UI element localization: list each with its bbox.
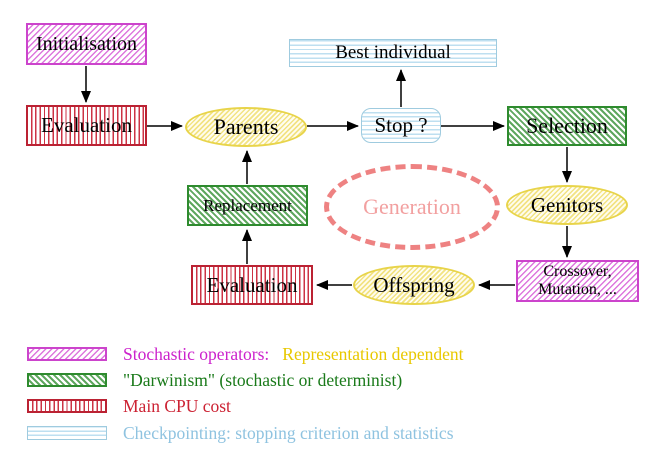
legend-row-stochastic-operators: Stochastic operators: Representation depe… <box>27 344 464 364</box>
node-crossover-line1: Crossover, <box>543 263 612 281</box>
node-offspring-label: Offspring <box>373 272 455 297</box>
generation-label: Generation <box>363 194 461 219</box>
legend-swatch-magenta-hatch <box>27 347 107 361</box>
legend-darwinism-label: "Darwinism" (stochastic or determinist) <box>123 369 403 390</box>
legend-row-darwinism: "Darwinism" (stochastic or determinist) <box>27 370 402 390</box>
legend-representation-dependent-label: Representation dependent <box>282 343 464 364</box>
node-crossover-mutation: Crossover, Mutation, ... <box>516 260 639 302</box>
legend-swatch-red-stripes <box>27 399 107 413</box>
node-crossover-line2: Mutation, ... <box>538 281 617 298</box>
node-replacement: Replacement <box>187 185 308 226</box>
legend-text-cpu-cost: Main CPU cost <box>123 396 231 417</box>
node-stop: Stop ? <box>361 108 441 143</box>
node-genitors-label: Genitors <box>530 192 604 217</box>
legend-text-darwinism: "Darwinism" (stochastic or determinist) <box>123 370 402 391</box>
legend-row-cpu-cost: Main CPU cost <box>27 396 231 416</box>
node-parents-label: Parents <box>213 114 279 139</box>
node-initialisation-label: Initialisation <box>35 32 138 55</box>
node-evaluation-top: Evaluation <box>26 105 147 146</box>
node-evaluation-bottom-label: Evaluation <box>206 272 298 297</box>
node-genitors: Genitors <box>506 185 628 225</box>
legend-row-checkpointing: Checkpointing: stopping criterion and st… <box>27 423 454 443</box>
legend-stochastic-operators-label: Stochastic operators: <box>123 343 270 364</box>
node-evaluation-top-label: Evaluation <box>41 113 132 137</box>
node-selection: Selection <box>507 106 627 146</box>
legend-main-cpu-cost-label: Main CPU cost <box>123 395 231 416</box>
node-initialisation: Initialisation <box>26 23 147 65</box>
generation-loop-ellipse: Generation <box>324 164 500 250</box>
node-replacement-label: Replacement <box>203 195 292 215</box>
node-selection-label: Selection <box>526 113 608 138</box>
node-best-individual: Best individual <box>289 39 497 67</box>
legend-swatch-green-hatch <box>27 373 107 387</box>
node-best-individual-label: Best individual <box>335 42 451 63</box>
legend-checkpointing-label: Checkpointing: stopping criterion and st… <box>123 422 454 443</box>
node-offspring: Offspring <box>353 265 475 305</box>
legend-swatch-cyan-stripes <box>27 426 107 440</box>
node-stop-label: Stop ? <box>374 113 428 137</box>
legend-text-stochastic: Stochastic operators: Representation depe… <box>123 344 464 365</box>
legend-text-checkpointing: Checkpointing: stopping criterion and st… <box>123 423 454 444</box>
node-parents: Parents <box>185 107 307 147</box>
node-evaluation-bottom: Evaluation <box>191 265 313 305</box>
